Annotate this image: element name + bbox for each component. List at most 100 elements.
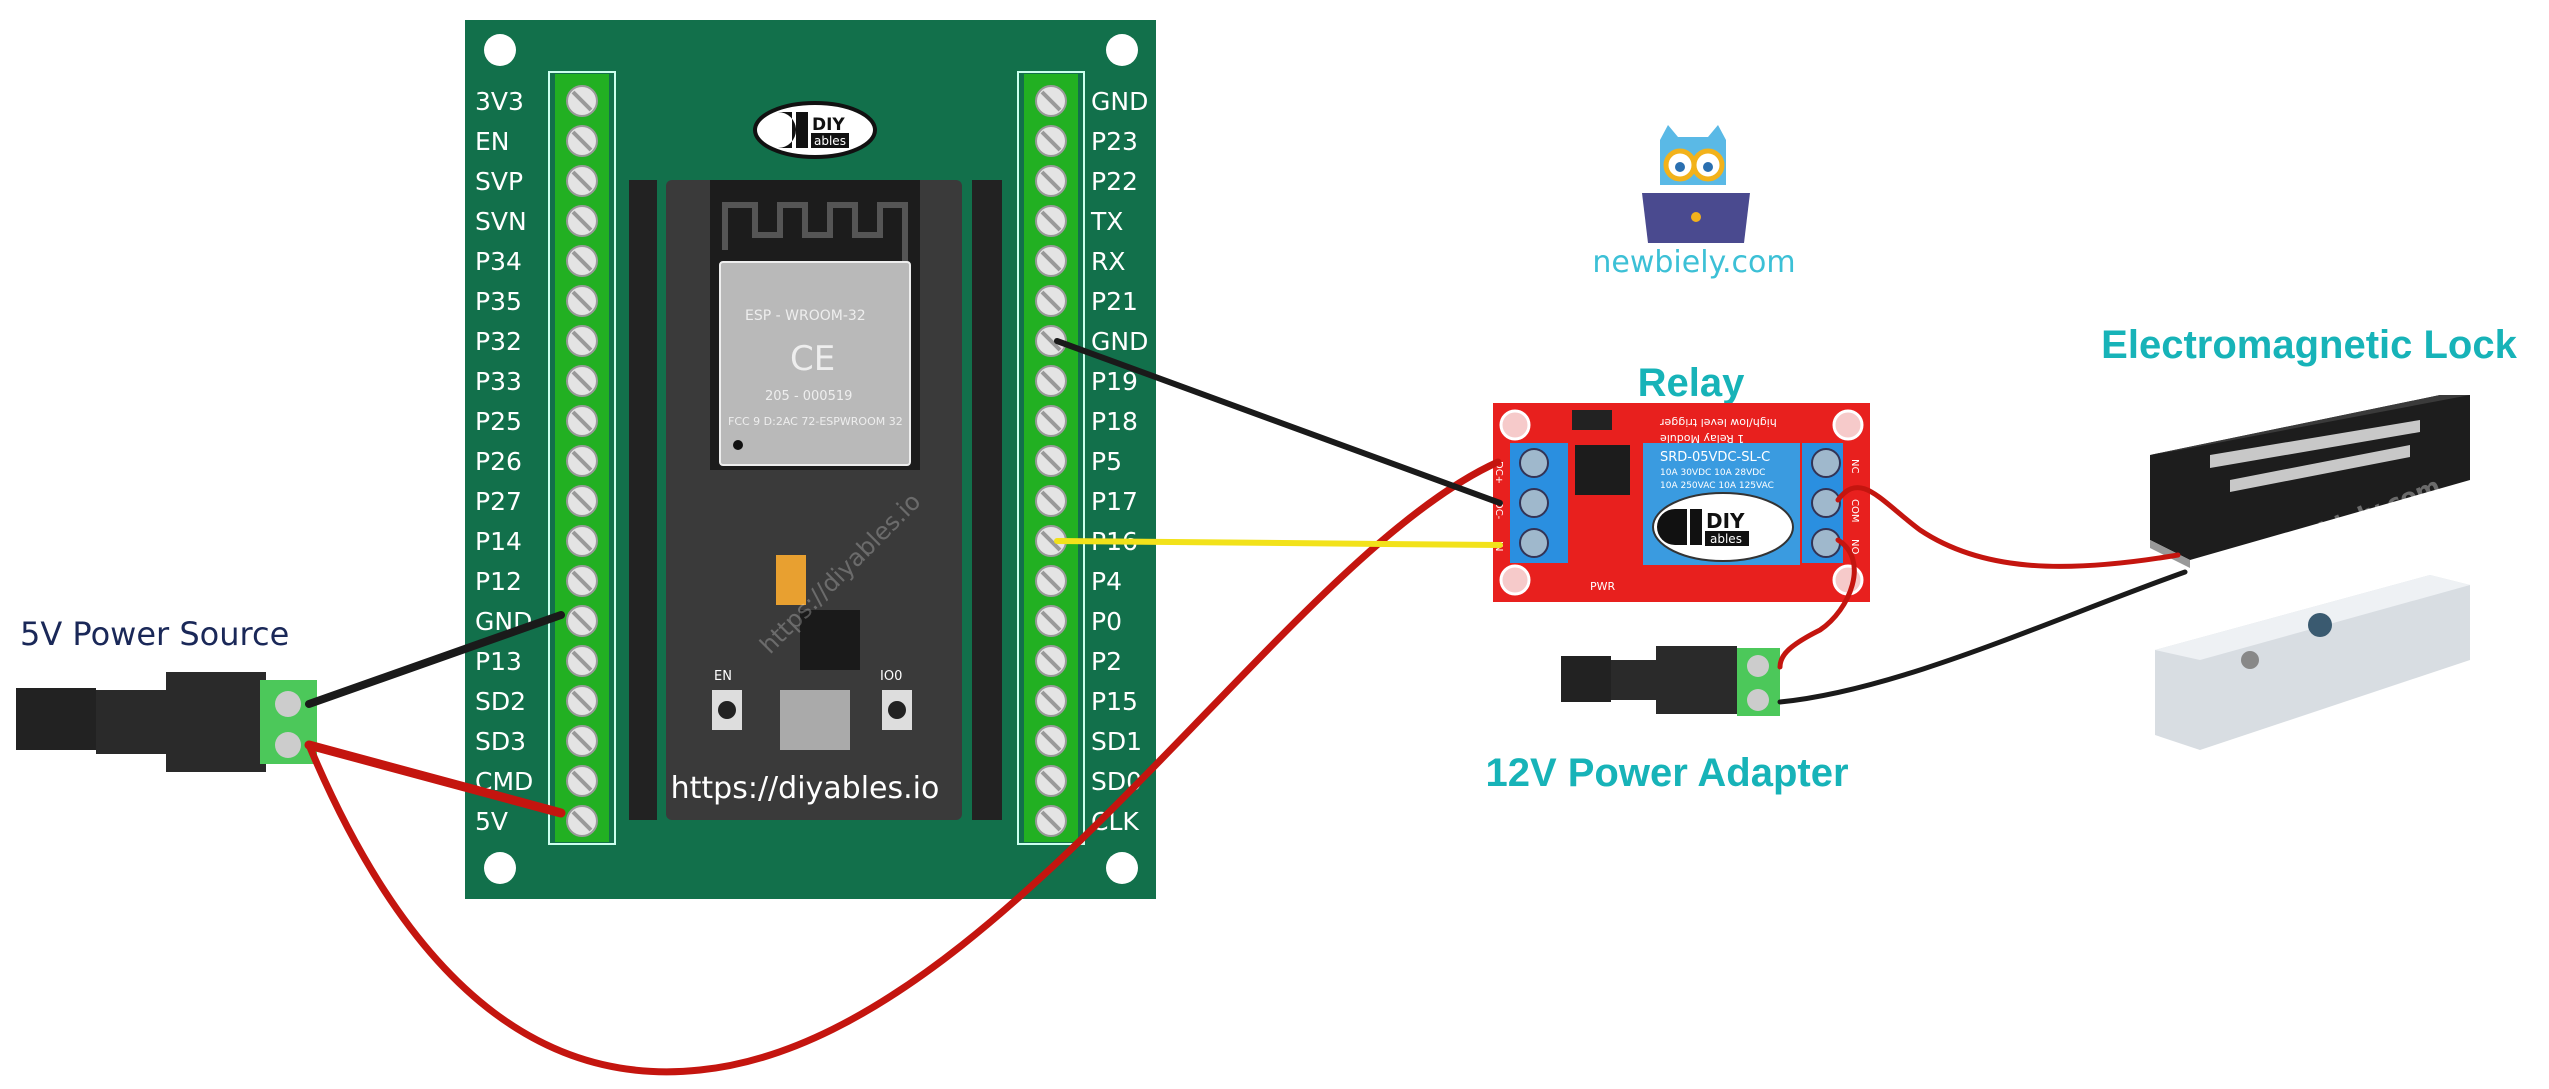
mount-hole [484, 34, 516, 66]
relay-rating: 10A 30VDC 10A 28VDC [1660, 468, 1765, 478]
screw-terminal-5v [566, 805, 598, 837]
pin-label: P2 [1091, 647, 1122, 676]
screw-terminal-p19 [1035, 365, 1067, 397]
board-url: https://diyables.io [671, 771, 940, 806]
screw-terminal [1747, 655, 1769, 677]
screw-terminal-p21 [1035, 285, 1067, 317]
usb-chip [800, 610, 860, 670]
optocoupler [1575, 445, 1630, 495]
right-header [972, 180, 1002, 820]
dc-jack-12v [1561, 646, 1780, 716]
relay-text-1: high/low level trigger [1660, 416, 1777, 429]
mount-hole [484, 852, 516, 884]
module-fcc: FCC 9 D:2AC 72-ESPWROOM 32 [728, 415, 903, 428]
screw-terminal-3v3 [566, 85, 598, 117]
screw-terminal-clk [1035, 805, 1067, 837]
screw-terminal-sd2 [566, 685, 598, 717]
esp32-board: 3V3ENSVPSVNP34P35P32P33P25P26P27P14P12GN… [465, 20, 1156, 899]
screw-terminal [1747, 689, 1769, 711]
pin-label: P21 [1091, 287, 1138, 316]
screw-terminal-p23 [1035, 125, 1067, 157]
mount-hole [1106, 852, 1138, 884]
screw-terminal-p34 [566, 245, 598, 277]
pwr-led-label: PWR [1590, 580, 1616, 593]
mount-hole [1106, 34, 1138, 66]
screw-terminal-en [566, 125, 598, 157]
relay-terminal-label: NC [1849, 459, 1860, 473]
screw-terminal-p22 [1035, 165, 1067, 197]
left-header [629, 180, 657, 820]
pin-label: P4 [1091, 567, 1122, 596]
antenna-trace [722, 202, 908, 265]
pin-label: SVP [475, 167, 523, 196]
relay-screw [1811, 528, 1841, 558]
screw-terminal-p18 [1035, 405, 1067, 437]
metal-shield [719, 261, 911, 466]
relay-logo-text: DIY [1706, 509, 1745, 533]
relay-terminal-label: NO [1849, 539, 1860, 554]
pin-label: P25 [475, 407, 522, 436]
pin-label: P5 [1091, 447, 1122, 476]
pin-label: P13 [475, 647, 522, 676]
relay-screw [1811, 488, 1841, 518]
wire-relay-com-lock [1835, 485, 2181, 569]
adapter-12v-label: 12V Power Adapter [1485, 751, 1848, 795]
pin-label: P14 [475, 527, 522, 556]
pin-label: EN [475, 127, 510, 156]
pin-label: GND [1091, 327, 1148, 356]
relay-screw [1811, 448, 1841, 478]
screw-terminal-sd0 [1035, 765, 1067, 797]
right-terminal-outline [1017, 71, 1085, 845]
jumper [1572, 410, 1612, 430]
module-name: ESP - WROOM-32 [745, 308, 866, 324]
io0-button-label: IO0 [880, 669, 902, 684]
pin-label: P0 [1091, 607, 1122, 636]
screw-terminal [275, 732, 301, 758]
screw-terminal-p14 [566, 525, 598, 557]
pin-label: P33 [475, 367, 522, 396]
relay-text-2: 1 Relay Module [1660, 432, 1744, 445]
power-source-5v-label: 5V Power Source [20, 615, 289, 653]
screw-terminal-sd1 [1035, 725, 1067, 757]
relay-logo-subtext: ables [1710, 532, 1742, 546]
pin-label: P12 [475, 567, 522, 596]
usb-port [780, 690, 850, 750]
screw-terminal-p2 [1035, 645, 1067, 677]
screw-terminal-p25 [566, 405, 598, 437]
screw-terminal-p32 [566, 325, 598, 357]
relay-screw [1519, 528, 1549, 558]
dc-jack-5v [16, 672, 317, 772]
screw-terminal-svp [566, 165, 598, 197]
pin-label: P17 [1091, 487, 1138, 516]
screw-terminal-p33 [566, 365, 598, 397]
pin-label: SD1 [1091, 727, 1142, 756]
pin-label: SVN [475, 207, 527, 236]
screw-terminal-p27 [566, 485, 598, 517]
screw-terminal-svn [566, 205, 598, 237]
module-reg: 205 - 000519 [765, 389, 852, 404]
screw-terminal-tx [1035, 205, 1067, 237]
pin-label: P34 [475, 247, 522, 276]
newbiely-text: newbiely.com [1592, 245, 1795, 280]
relay-module: high/low level trigger 1 Relay Module SR… [1493, 403, 1870, 602]
ce-mark: CE [790, 339, 835, 379]
pin-label: GND [1091, 87, 1148, 116]
pin-label: P23 [1091, 127, 1138, 156]
screw-terminal-p12 [566, 565, 598, 597]
electromagnetic-lock: newbiely.com [2150, 395, 2470, 750]
relay-label: Relay [1638, 361, 1745, 405]
pin-label: P15 [1091, 687, 1138, 716]
pin-label: P26 [475, 447, 522, 476]
screw-terminal-p16 [1035, 525, 1067, 557]
capacitor [776, 555, 806, 605]
pin-label: TX [1090, 207, 1123, 236]
pin-label: P22 [1091, 167, 1138, 196]
wire-gnd-5v [305, 611, 565, 708]
wire-relay-signal [1054, 538, 1503, 548]
screw-terminal-sd3 [566, 725, 598, 757]
logo-subtext: ables [814, 134, 846, 148]
screw-terminal-gnd [1035, 325, 1067, 357]
pin-label: SD2 [475, 687, 526, 716]
relay-screw [1519, 488, 1549, 518]
